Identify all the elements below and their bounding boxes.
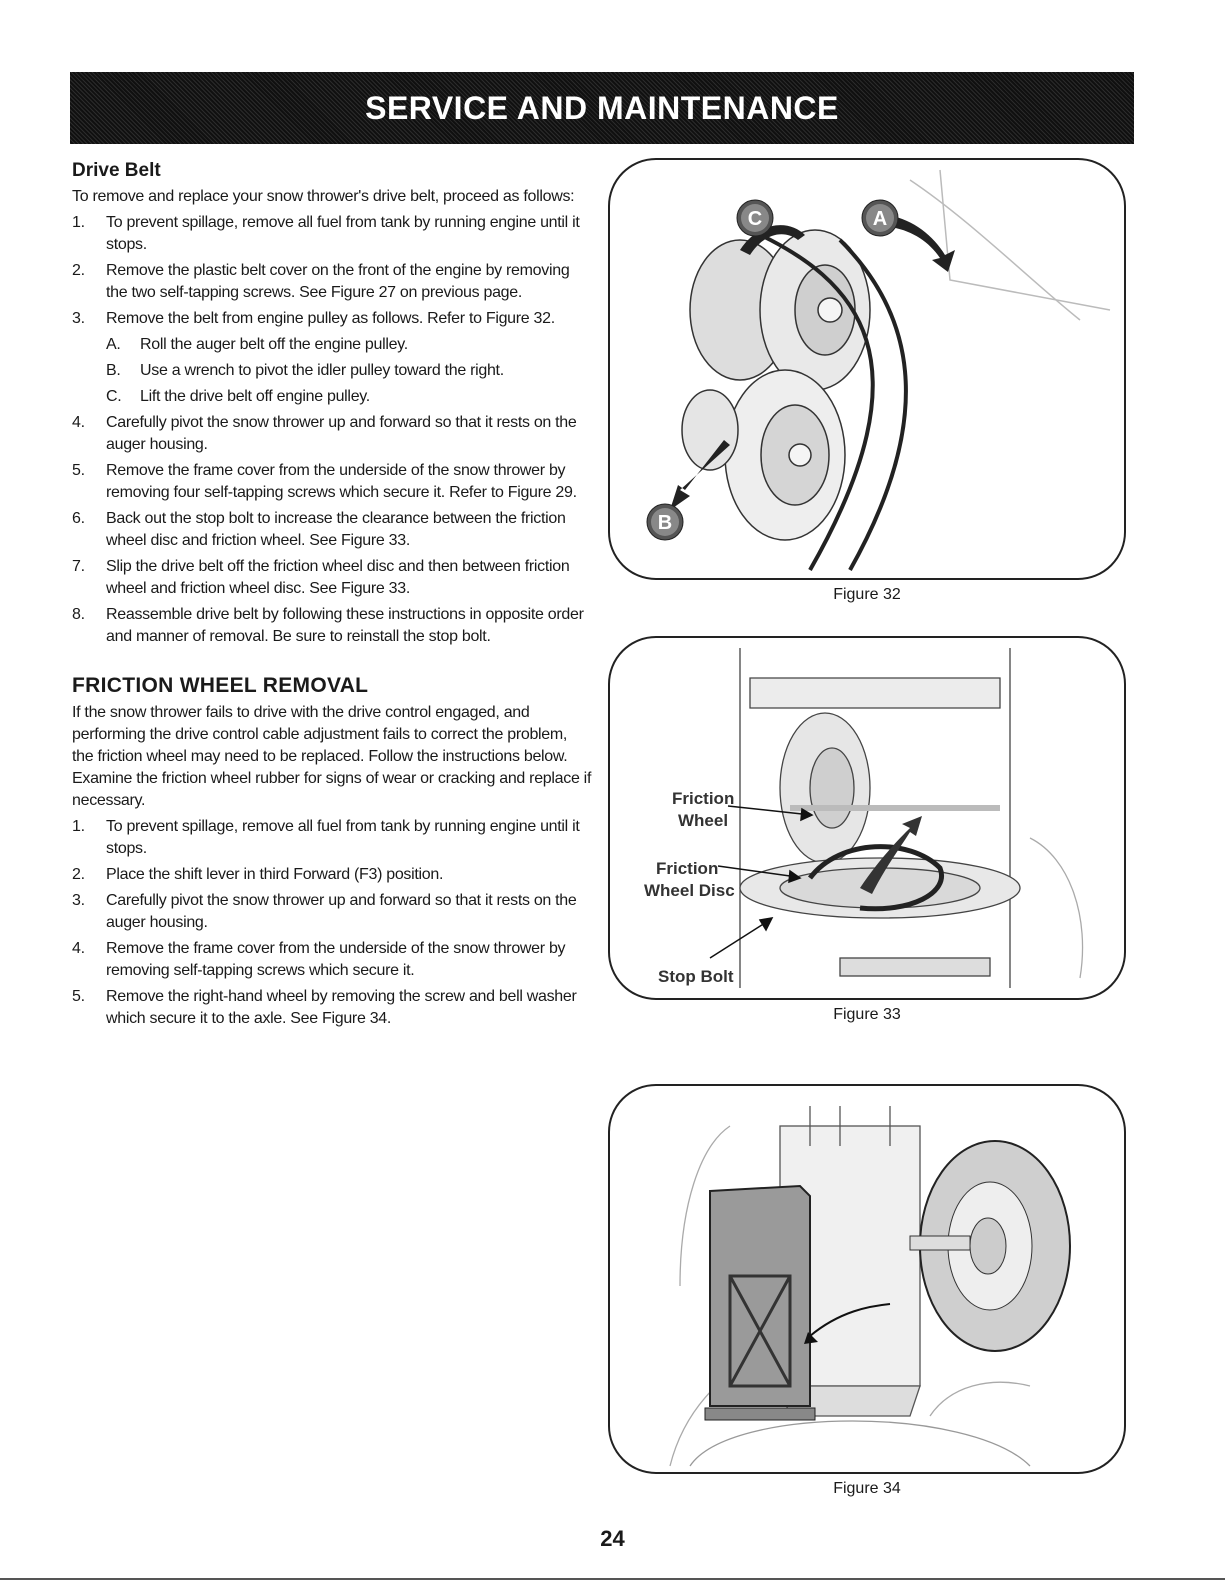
drive-belt-heading: Drive Belt: [72, 160, 161, 181]
figure-34-caption: Figure 34: [833, 1480, 901, 1497]
text-column: Drive Belt To remove and replace your sn…: [72, 160, 592, 1034]
figure-33-caption: Figure 33: [833, 1006, 901, 1023]
label-wheel: Wheel: [678, 811, 728, 830]
friction-wheel-intro: If the snow thrower fails to drive with …: [72, 704, 592, 809]
callout-b: B: [646, 503, 684, 541]
bottom-rule: [0, 1578, 1225, 1580]
label-wheel-disc: Wheel Disc: [644, 881, 735, 900]
section-title: SERVICE AND MAINTENANCE: [365, 89, 839, 126]
svg-text:A: A: [873, 208, 887, 230]
label-friction: Friction: [672, 789, 734, 808]
list-item: 2.Place the shift lever in third Forward…: [72, 866, 444, 883]
frame-cover-icon: [704, 1184, 816, 1421]
list-item: 1.To prevent spillage, remove all fuel f…: [72, 818, 580, 857]
figure-34-illustration: [608, 1084, 1126, 1474]
list-item: 6.Back out the stop bolt to increase the…: [72, 510, 566, 549]
list-item: 3.Remove the belt from engine pulley as …: [72, 308, 592, 408]
figure-32-illustration: C A B: [608, 158, 1126, 580]
svg-text:B: B: [658, 512, 672, 534]
list-item: 3.Carefully pivot the snow thrower up an…: [72, 892, 577, 931]
list-item: 8.Reassemble drive belt by following the…: [72, 606, 584, 645]
section-banner: SERVICE AND MAINTENANCE: [70, 72, 1134, 144]
list-item: 2.Remove the plastic belt cover on the f…: [72, 262, 570, 301]
list-item: 5.Remove the frame cover from the unders…: [72, 462, 577, 501]
list-item: 7.Slip the drive belt off the friction w…: [72, 558, 570, 597]
sub-list-item: C.Lift the drive belt off engine pulley.: [106, 388, 370, 405]
sub-list-item: B.Use a wrench to pivot the idler pulley…: [106, 362, 504, 379]
callout-c: C: [736, 199, 774, 237]
wheel-icon: [909, 1140, 1071, 1352]
figure-32: C A B Figure 32: [608, 158, 1126, 604]
label-stop-bolt: Stop Bolt: [658, 967, 734, 986]
drive-belt-steps: 1.To prevent spillage, remove all fuel f…: [72, 212, 592, 648]
friction-wheel-steps: 1.To prevent spillage, remove all fuel f…: [72, 816, 592, 1030]
list-item: 4.Remove the frame cover from the unders…: [72, 940, 566, 979]
figure-33: Friction Wheel Friction Wheel Disc Stop …: [608, 636, 1126, 1024]
figure-32-caption: Figure 32: [833, 586, 901, 603]
page-number: 24: [600, 1526, 625, 1551]
friction-wheel-heading: FRICTION WHEEL REMOVAL: [72, 674, 369, 697]
list-item: 5.Remove the right-hand wheel by removin…: [72, 988, 577, 1027]
drive-belt-substeps: A.Roll the auger belt off the engine pul…: [106, 334, 592, 408]
callout-a: A: [861, 199, 899, 237]
svg-text:C: C: [748, 208, 762, 230]
list-item: 4.Carefully pivot the snow thrower up an…: [72, 414, 577, 453]
drive-belt-intro: To remove and replace your snow thrower'…: [72, 188, 575, 205]
figure-33-illustration: Friction Wheel Friction Wheel Disc Stop …: [608, 636, 1126, 1000]
list-item: 1.To prevent spillage, remove all fuel f…: [72, 214, 580, 253]
label-friction-2: Friction: [656, 859, 718, 878]
figure-34: Figure 34: [608, 1084, 1126, 1498]
sub-list-item: A.Roll the auger belt off the engine pul…: [106, 336, 408, 353]
